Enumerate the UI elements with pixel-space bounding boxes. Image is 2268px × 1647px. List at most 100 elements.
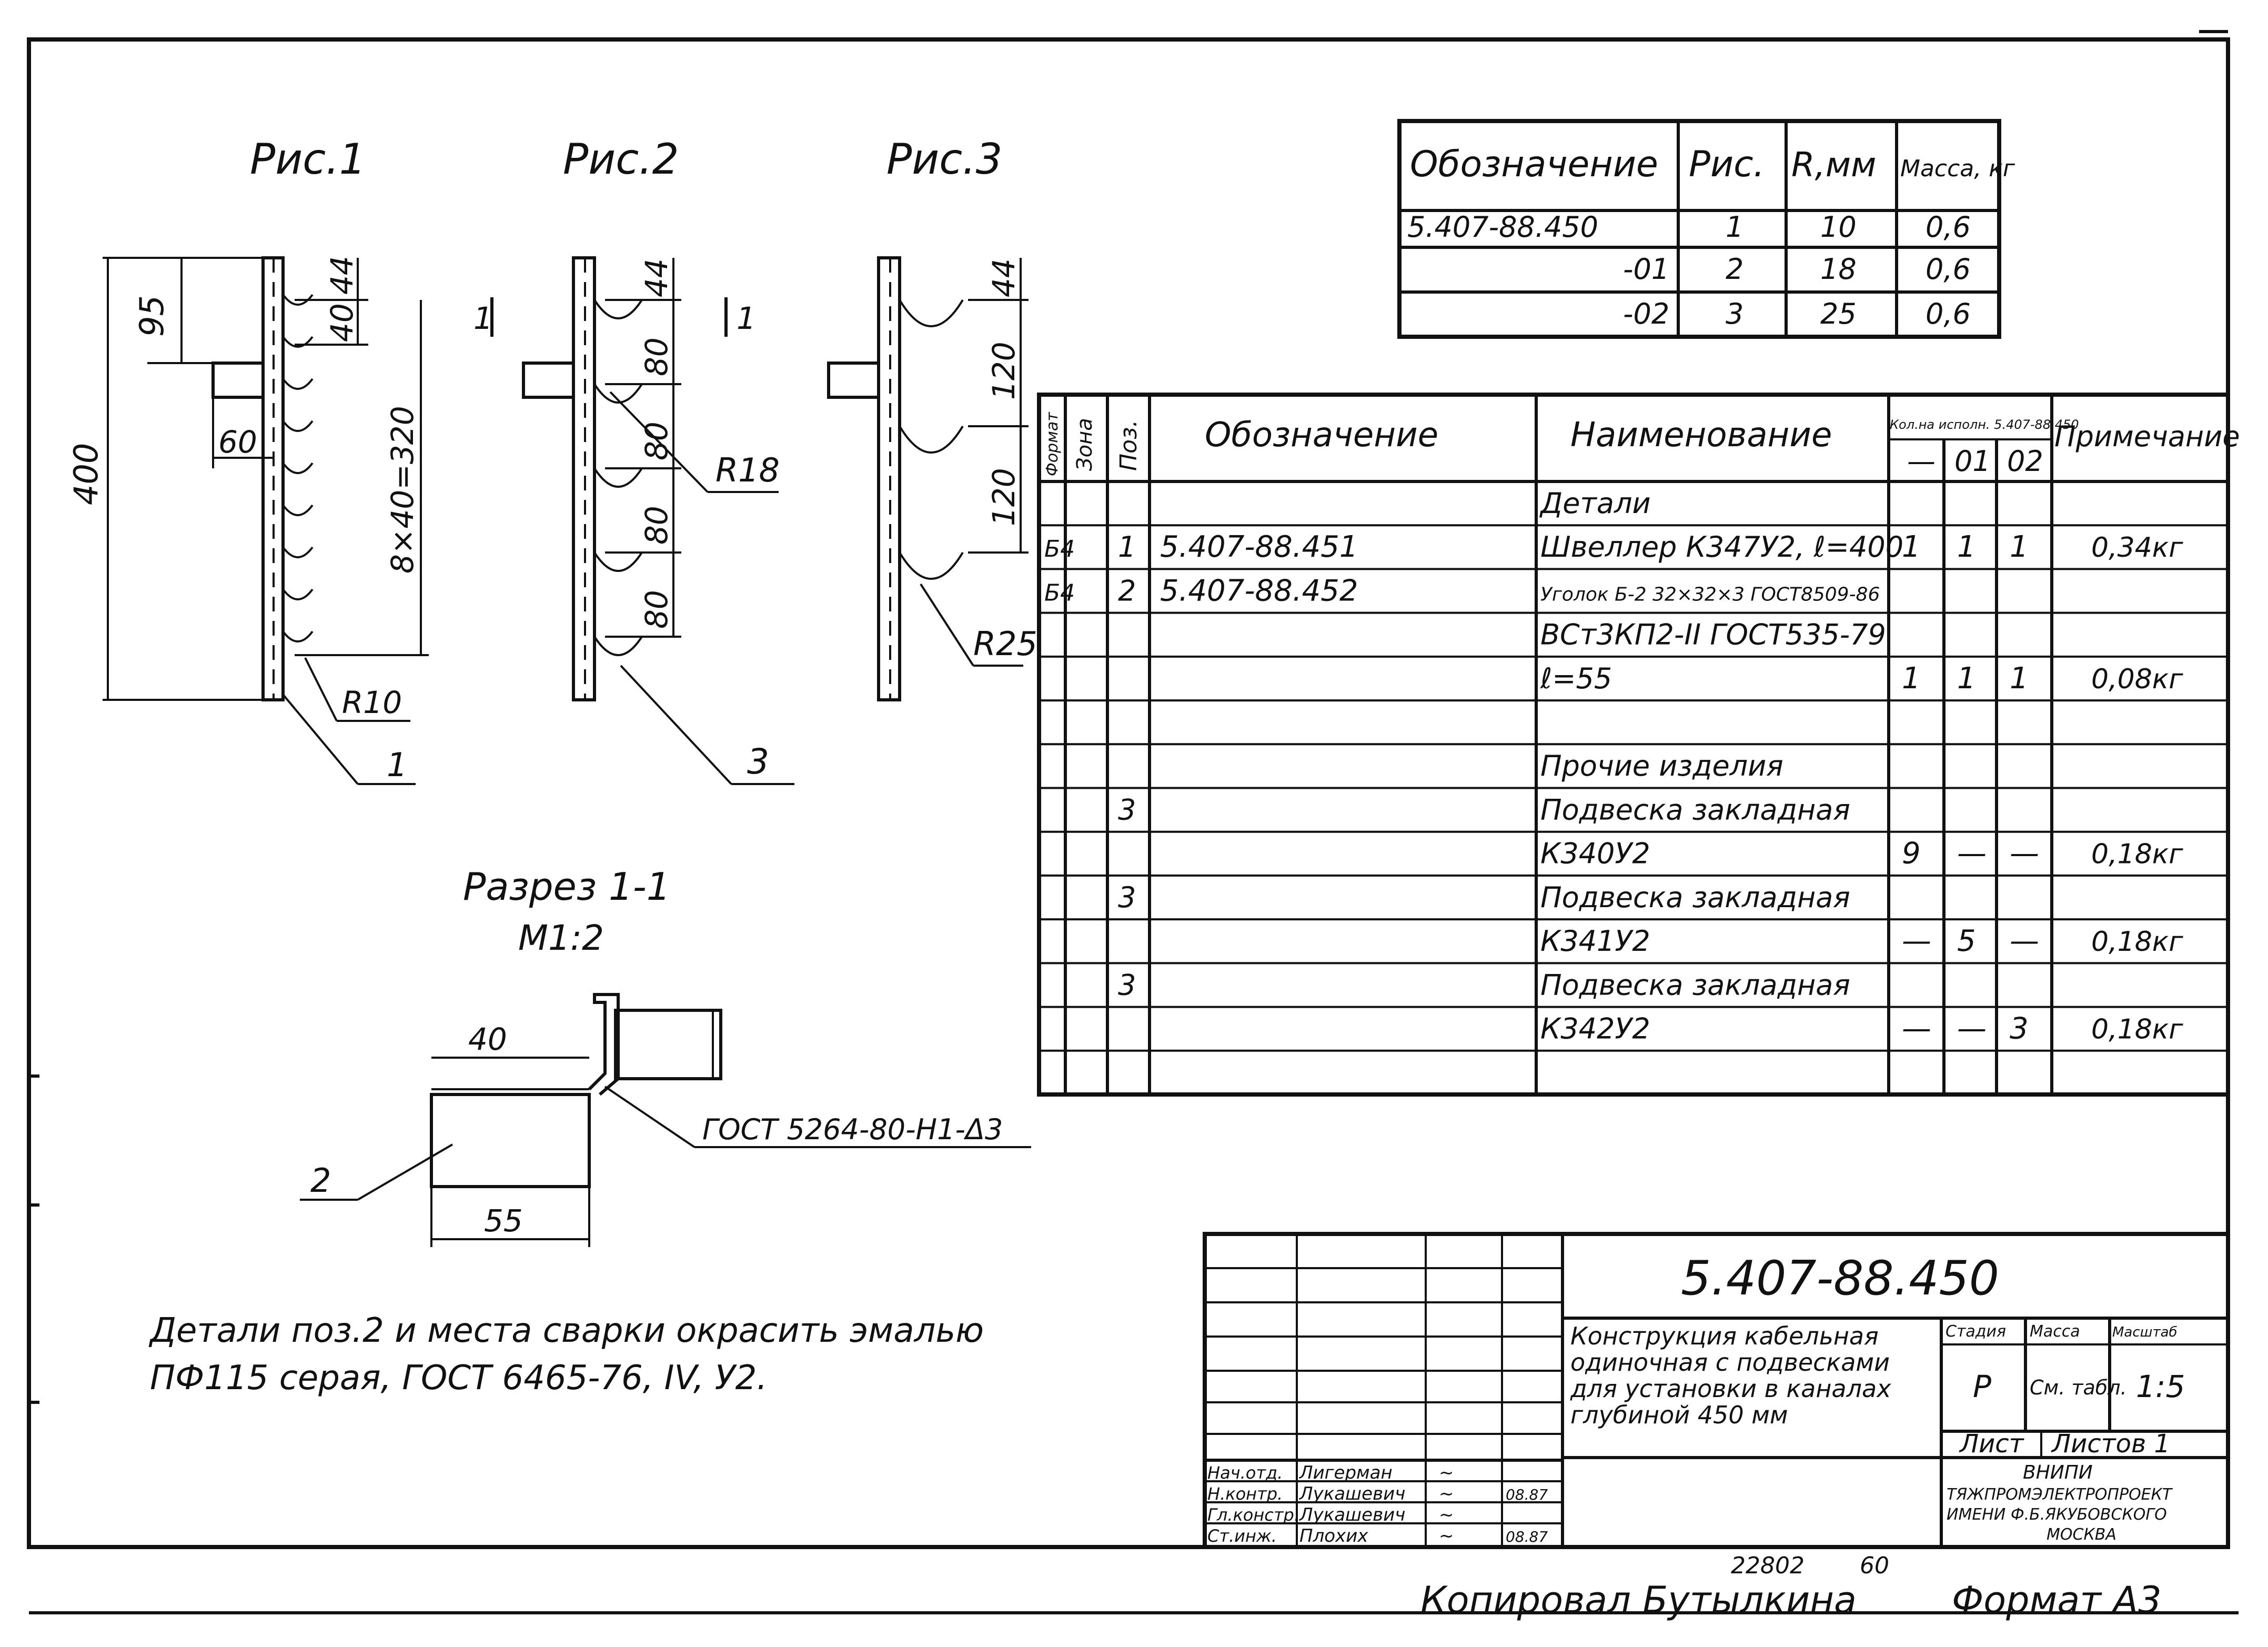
spec-cell-qty-02: — <box>2010 837 2039 871</box>
spec-row: 3 Подвеска закладная <box>1118 968 1850 1001</box>
fig1-dim-8x40: 8×40=320 <box>385 406 420 574</box>
mass-table-cell: 18 <box>1820 253 1857 286</box>
spec-cell-name: Швеллер К347У2, ℓ=400 <box>1540 530 1903 564</box>
spec-header-format: Формат <box>1043 411 1062 476</box>
tb-title-line: Конструкция кабельная <box>1570 1322 1879 1350</box>
tb-sheet-label: Лист <box>1959 1429 2025 1459</box>
footer-sheet-no: 60 <box>1860 1552 1889 1579</box>
spec-cell-format: Б4 <box>1044 579 1075 606</box>
tb-scale-label: Масштаб <box>2112 1324 2178 1340</box>
fig2-angle <box>522 361 575 399</box>
tb-signature-name: Лукашевич <box>1298 1504 1405 1525</box>
tb-org-line: ТЯЖПРОМЭЛЕКТРОПРОЕКТ <box>1947 1485 2173 1504</box>
spec-cell-name: К341У2 <box>1540 925 1650 958</box>
drawing-note: Детали поз.2 и места сварки окрасить эма… <box>148 1311 984 1398</box>
tb-sheets-label: Листов 1 <box>2051 1429 2170 1459</box>
spec-row: К341У2—5—0,18кг <box>1540 924 2183 958</box>
spec-cell-qty-02: 3 <box>2010 1011 2029 1046</box>
tb-scale: 1:5 <box>2136 1369 2185 1404</box>
spec-row: ВСт3КП2-II ГОСТ535-79 <box>1540 618 1886 651</box>
spec-cell-qty-base: 9 <box>1902 837 1921 871</box>
spec-cell-pos: 3 <box>1118 793 1136 826</box>
fig2-dim-80: 80 <box>639 337 674 376</box>
tb-signature-name: Лукашевич <box>1298 1483 1405 1504</box>
fig1-pos-leader <box>282 694 359 785</box>
fig1-hanger-arcs <box>282 294 314 642</box>
mass-table-header: R,мм <box>1791 146 1876 185</box>
tb-org-line: ВНИПИ <box>2023 1462 2093 1483</box>
tb-mass-label: Масса <box>2030 1322 2080 1341</box>
spec-header-zone: Зона <box>1073 418 1097 471</box>
fig2-r18: R18 <box>715 451 780 489</box>
fig1-title: Рис.1 <box>250 135 366 184</box>
footer-copied: Копировал Бутылкина <box>1420 1579 1857 1622</box>
spec-cell-pos: 3 <box>1118 968 1136 1001</box>
fig1-pos: 1 <box>387 746 407 784</box>
spec-cell-qty-01: 5 <box>1957 924 1976 958</box>
spec-table: Формат Зона Поз. Обозначение Наименовани… <box>1037 393 2240 1097</box>
section-scale: М1:2 <box>518 918 604 958</box>
mass-table-header: Масса, кг <box>1900 155 2015 182</box>
fig1-dim-400: 400 <box>67 443 105 505</box>
spec-cell-note: 0,34кг <box>2091 532 2183 564</box>
spec-header-note: Примечание <box>2054 420 2240 453</box>
spec-row-lines <box>1039 524 2228 1052</box>
mass-table-cell: 0,6 <box>1926 297 1971 330</box>
spec-header-designation: Обозначение <box>1205 416 1438 455</box>
fig1-dim-44: 44 <box>324 256 360 295</box>
fig2-r18-leader <box>609 391 709 493</box>
section-weld-leader <box>604 1086 695 1148</box>
mass-table-cell: 1 <box>1726 210 1743 244</box>
mass-table-frame <box>1397 119 2001 339</box>
fig3-r25-leader <box>920 583 974 667</box>
tb-signature-mark: ~ <box>1439 1525 1454 1546</box>
spec-cell-qty-01: 1 <box>1957 530 1976 564</box>
fig1-dim-95: 95 <box>133 295 171 337</box>
spec-cell-name: Подвеска закладная <box>1540 968 1850 1001</box>
spec-header-qty-01: 01 <box>1954 445 1991 478</box>
spec-cell-name: Подвеска закладная <box>1540 793 1850 826</box>
tb-signature-mark: ~ <box>1439 1504 1454 1525</box>
spec-cell-qty-01: 1 <box>1957 661 1976 696</box>
spec-row: Прочие изделия <box>1540 749 1783 782</box>
section-dim-55: 55 <box>484 1203 523 1239</box>
fig3-r25: R25 <box>973 625 1037 663</box>
tb-signature-date: 08.87 <box>1506 1486 1548 1503</box>
fig3-title: Рис.3 <box>886 135 1003 184</box>
spec-cell-designation: 5.407-88.452 <box>1160 574 1358 608</box>
fig1-angle <box>211 361 265 399</box>
spec-cell-note: 0,18кг <box>2091 926 2183 958</box>
fig2-dim-44: 44 <box>639 258 674 297</box>
tb-signature-row: Нач.отд.Лигерман~ <box>1207 1462 1454 1483</box>
tb-signatures: Нач.отд.Лигерман~Н.контр.Лукашевич~08.87… <box>1207 1462 1548 1546</box>
footer-format: Формат А3 <box>1952 1579 2162 1622</box>
section-weld: ГОСТ 5264-80-Н1-Δ3 <box>702 1113 1003 1146</box>
tb-signature-row: Н.контр.Лукашевич~08.87 <box>1207 1483 1548 1504</box>
tb-mass: См. табл. <box>2030 1376 2127 1399</box>
spec-cell-pos: 2 <box>1118 574 1136 607</box>
tb-stage: Р <box>1973 1369 1991 1404</box>
figure-2: Рис.2 1 1 44 80 80 80 80 R18 3 <box>473 135 794 785</box>
tb-doc-number: 5.407-88.450 <box>1681 1251 1999 1306</box>
fig3-dim-120: 120 <box>986 342 1022 400</box>
tb-org-line: ИМЕНИ Ф.Б.ЯКУБОВСКОГО <box>1947 1505 2167 1524</box>
spec-row: Детали <box>1539 487 1651 520</box>
mass-table: Обозначение Рис. R,мм Масса, кг 5.407-88… <box>1397 119 2015 339</box>
tb-signature-name: Плохих <box>1299 1525 1368 1546</box>
tb-signature-mark: ~ <box>1439 1483 1454 1504</box>
spec-cell-name: ВСт3КП2-II ГОСТ535-79 <box>1540 618 1886 651</box>
mass-table-cell: 25 <box>1820 297 1857 330</box>
note-line-2: ПФ115 серая, ГОСТ 6465-76, IV, У2. <box>150 1359 768 1398</box>
fig3-dim-120: 120 <box>986 468 1022 526</box>
mass-table-cell: -01 <box>1623 253 1669 286</box>
tb-signature-role: Нач.отд. <box>1207 1463 1283 1483</box>
tb-signature-mark: ~ <box>1439 1462 1454 1483</box>
spec-cell-name: К342У2 <box>1540 1012 1650 1045</box>
section-pos2-leader <box>357 1143 453 1201</box>
tb-title-line: одиночная с подвесками <box>1570 1348 1890 1377</box>
fig2-pos-leader <box>620 665 732 785</box>
